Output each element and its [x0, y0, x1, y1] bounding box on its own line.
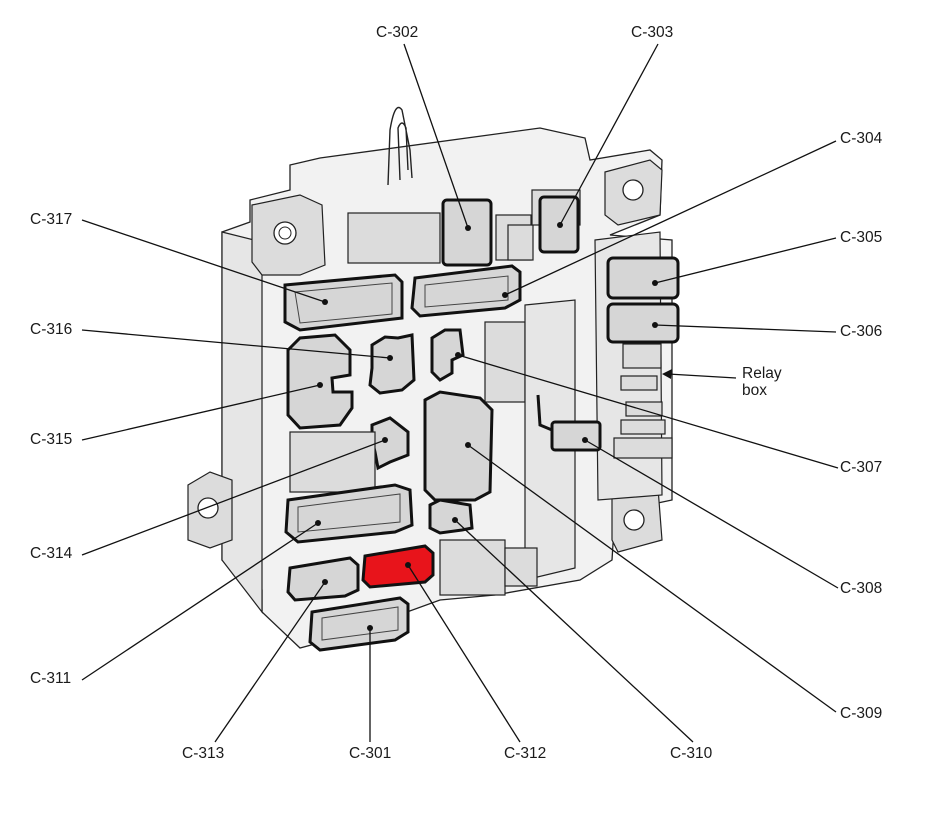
label-c302: C-302 — [376, 24, 419, 41]
connector-c301 — [308, 596, 410, 652]
label-c317: C-317 — [30, 211, 73, 228]
label-c309: C-309 — [840, 705, 883, 722]
leader-lines — [81, 43, 839, 743]
relay-2 — [620, 375, 658, 391]
top-block — [347, 212, 441, 264]
relay-box-arrowhead — [662, 369, 672, 379]
label-c303: C-303 — [631, 24, 674, 41]
mount-hole-top-left — [273, 221, 297, 245]
label-c315: C-315 — [30, 431, 73, 448]
label-c314: C-314 — [30, 545, 73, 562]
relay-1 — [622, 343, 662, 369]
center-block — [484, 321, 526, 403]
leader-dots — [315, 222, 658, 631]
connector-c315 — [286, 333, 354, 430]
lower-block — [439, 539, 506, 596]
relay-box-label-line1: Relay — [742, 365, 782, 382]
connector-c313 — [286, 556, 360, 602]
small-block-2 — [507, 224, 534, 261]
label-c312: C-312 — [504, 745, 547, 762]
mount-hole-top-right — [622, 179, 644, 201]
connector-c309 — [423, 390, 494, 502]
mount-hole-ring — [278, 226, 292, 240]
housing-left-face — [221, 231, 263, 614]
connector-c302 — [441, 198, 493, 267]
connector-c306 — [606, 302, 680, 344]
mount-hole-left — [197, 497, 219, 519]
label-c304: C-304 — [840, 130, 883, 147]
label-c310: C-310 — [670, 745, 713, 762]
label-c307: C-307 — [840, 459, 883, 476]
relay-5 — [613, 437, 673, 459]
left-mid-block — [289, 431, 376, 493]
label-c308: C-308 — [840, 580, 883, 597]
label-c301: C-301 — [349, 745, 392, 762]
connector-c310 — [428, 498, 474, 535]
connector-c307 — [430, 328, 465, 382]
connector-c305 — [606, 256, 680, 300]
mount-hole-bottom-right — [623, 509, 645, 531]
relay-4 — [620, 419, 666, 435]
wire — [536, 394, 553, 432]
top-hook — [387, 106, 413, 186]
relay-box-label: Relay box — [742, 365, 782, 399]
label-c311: C-311 — [30, 670, 72, 687]
relay-box-label-line2: box — [742, 382, 767, 399]
connector-c311 — [284, 483, 414, 544]
label-c306: C-306 — [840, 323, 883, 340]
lower-block-2 — [504, 547, 538, 587]
connector-c316 — [368, 333, 416, 395]
label-c305: C-305 — [840, 229, 883, 246]
label-c313: C-313 — [182, 745, 225, 762]
connector-c308 — [550, 420, 602, 452]
label-c316: C-316 — [30, 321, 73, 338]
connector-c304 — [410, 264, 522, 318]
center-panel — [524, 299, 576, 581]
